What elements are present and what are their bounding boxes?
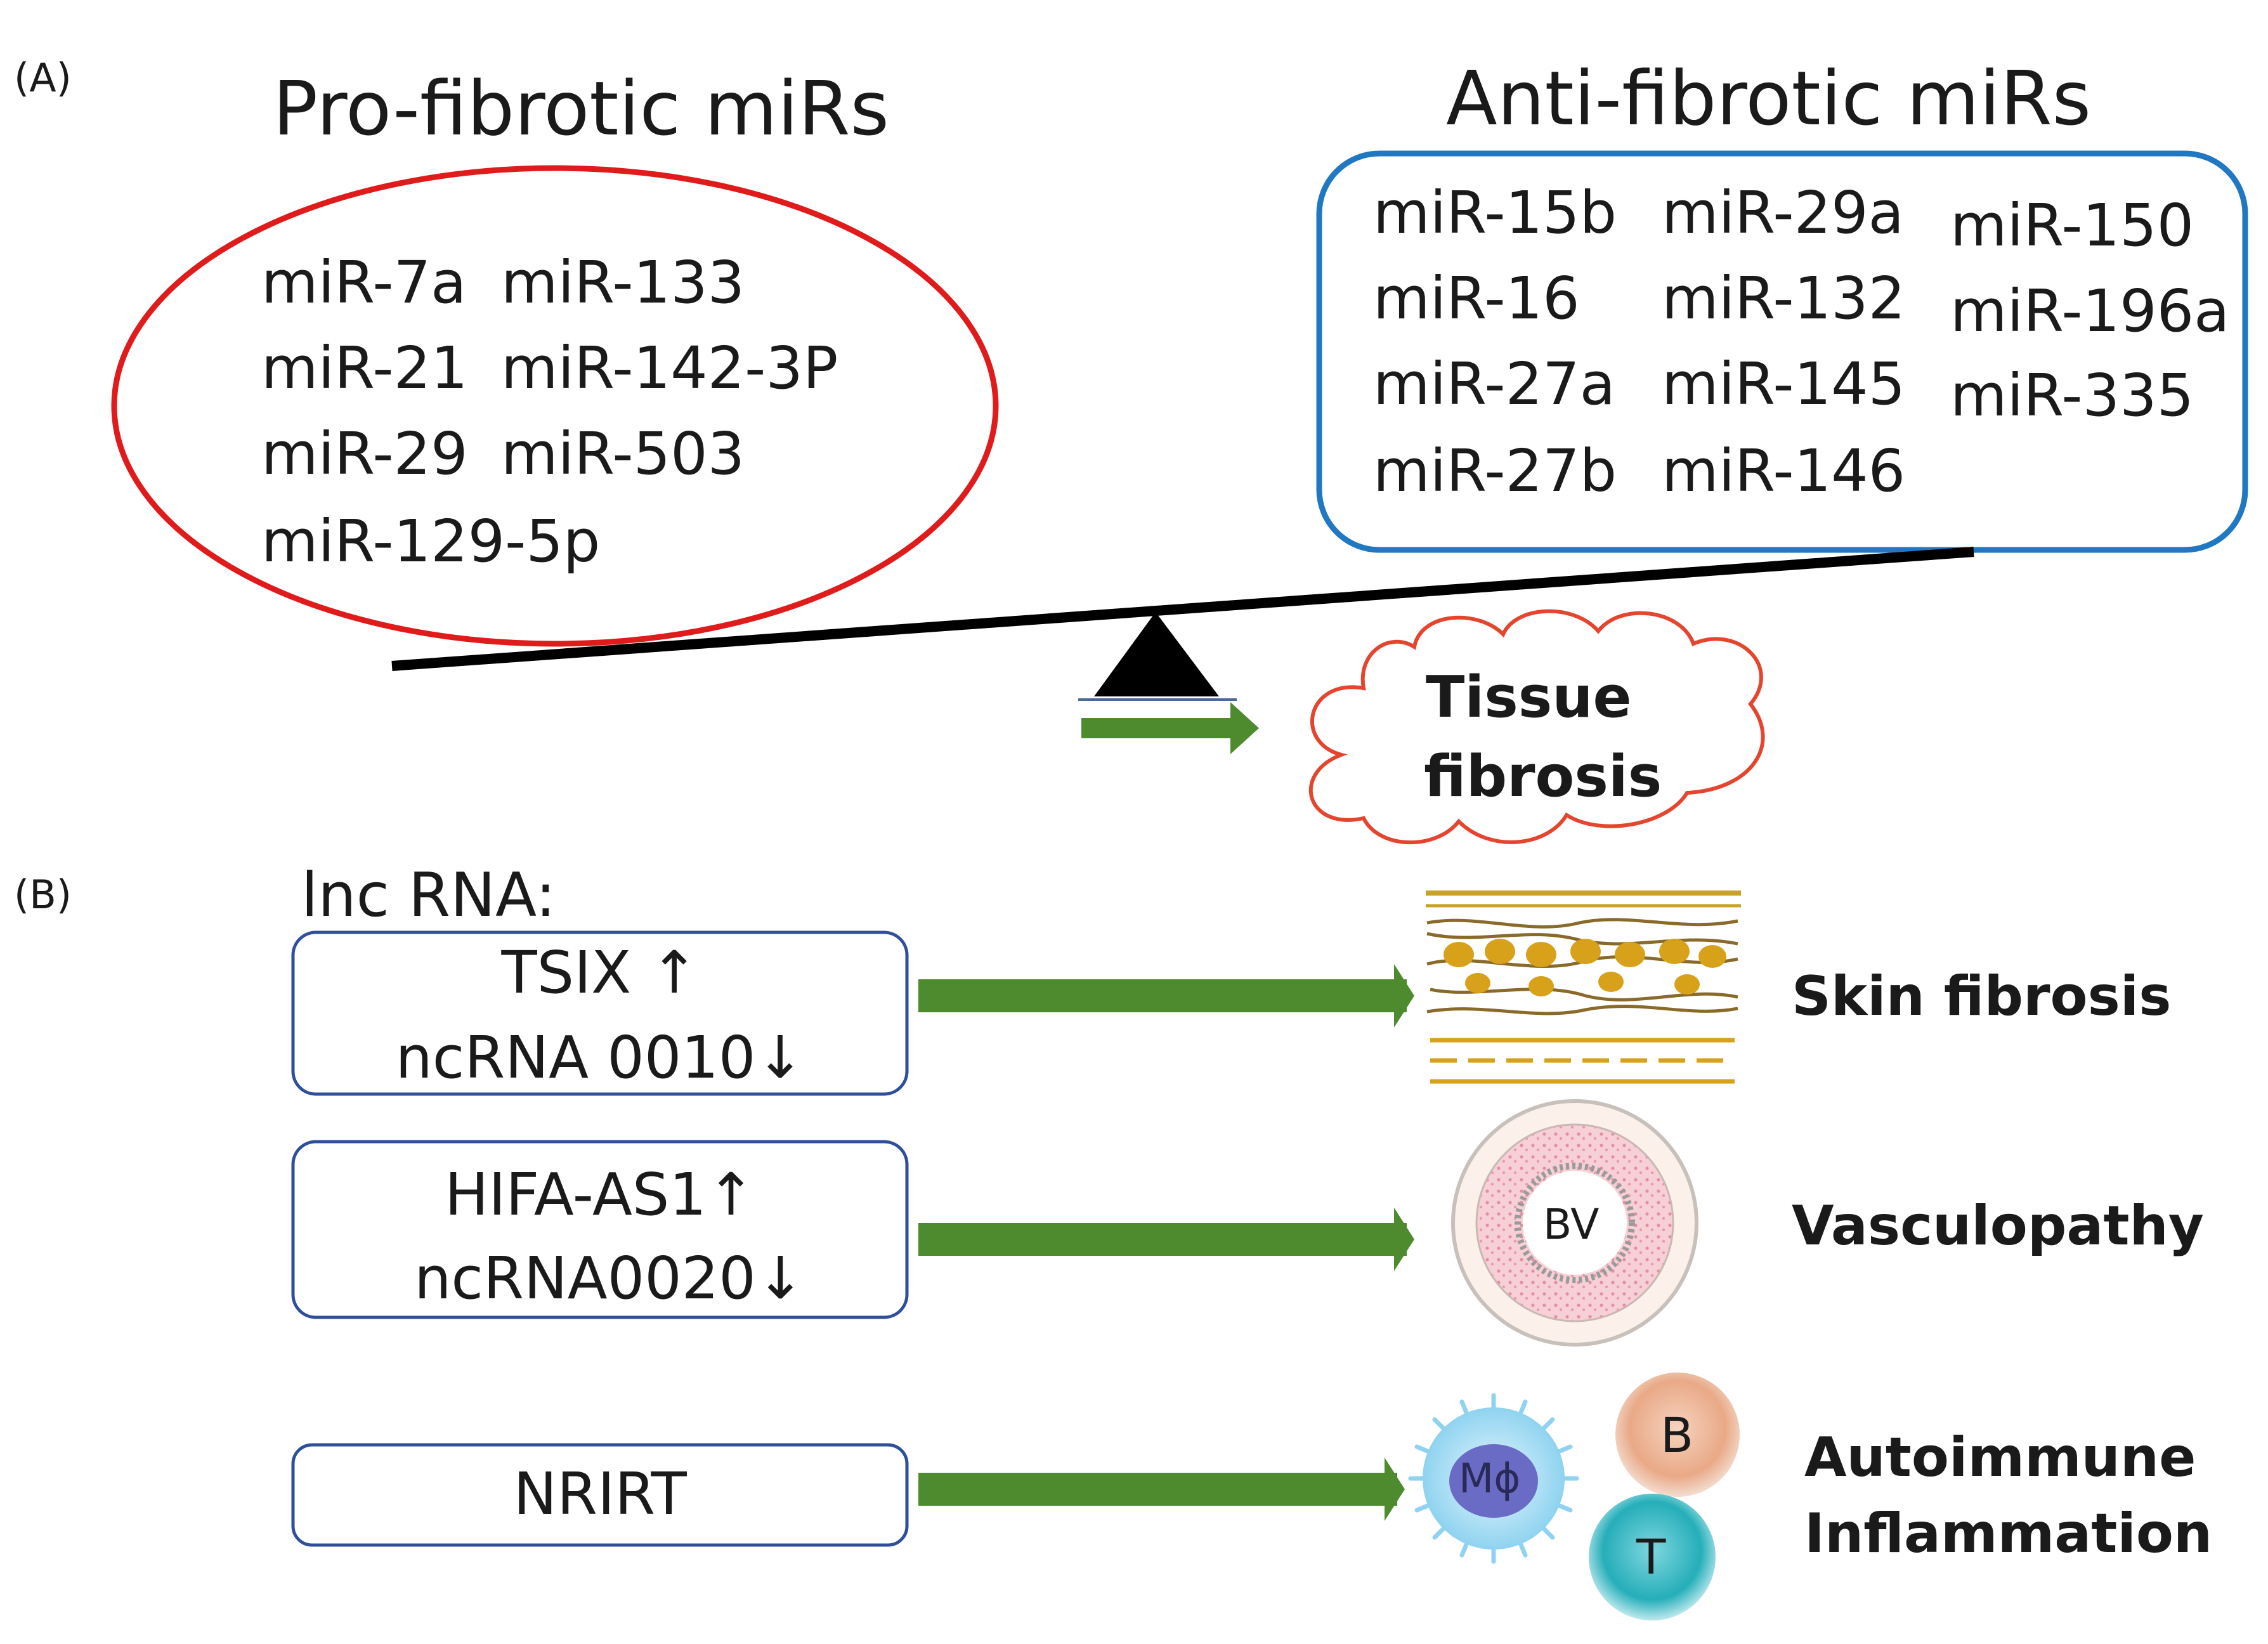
b-cell-label: B [1660, 1407, 1694, 1463]
lnc-rna-title: lnc RNA: [301, 861, 556, 930]
tissue-fibrosis-line1: Tissue [1426, 664, 1632, 731]
anti-mir-item: miR-16 [1373, 264, 1580, 332]
pro-mir-item: miR-21 [261, 334, 468, 402]
anti-mir-item: miR-150 [1950, 192, 2194, 259]
arrow-inflammation [918, 1473, 1397, 1506]
anti-mir-item: miR-29a [1662, 179, 1905, 247]
anti-fibrotic-box [1316, 150, 2248, 553]
t-cell-icon [1589, 1494, 1716, 1621]
lnc-vasc-line1: HIFA-AS1↑ [445, 1161, 755, 1229]
lnc-skin-line1: TSIX ↑ [501, 939, 699, 1007]
lnc-skin-line2: ncRNA 0010↓ [395, 1024, 805, 1092]
anti-mir-item: miR-132 [1662, 264, 1906, 332]
lnc-box-nrirt [291, 1443, 909, 1547]
arrow-vasculopathy [918, 1223, 1407, 1256]
pro-mir-item: miR-503 [501, 420, 745, 488]
skin-fibrosis-icon [1426, 891, 1741, 1084]
balance-beam [391, 547, 1974, 671]
arrow-head-skin [1394, 964, 1414, 1028]
anti-mir-item: miR-27b [1373, 437, 1617, 505]
blood-vessel-icon [1451, 1099, 1698, 1347]
arrow-to-tissue-fibrosis [1081, 718, 1237, 738]
anti-fibrotic-title: Anti-fibrotic miRs [1446, 55, 2092, 142]
t-cell-label: T [1636, 1529, 1666, 1585]
b-cell-icon [1615, 1373, 1740, 1497]
arrow-head-vasculopathy [1394, 1208, 1414, 1271]
anti-mir-item: miR-15b [1373, 179, 1617, 247]
pro-mir-item: miR-142-3P [501, 334, 838, 402]
fulcrum-triangle [1094, 612, 1219, 696]
arrow-skin [918, 979, 1407, 1012]
anti-mir-item: miR-146 [1662, 437, 1906, 505]
anti-mir-item: miR-145 [1662, 350, 1906, 418]
pro-fibrotic-title: Pro-fibrotic miRs [273, 65, 889, 152]
macrophage-cell-icon [1408, 1393, 1579, 1564]
skin-fibrosis-label: Skin fibrosis [1792, 965, 2172, 1028]
tissue-fibrosis-cloud [1308, 609, 1765, 845]
lnc-vasc-line2: ncRNA0020↓ [414, 1244, 805, 1312]
inflammation-label: Inflammation [1804, 1502, 2213, 1565]
pro-mir-item: miR-133 [501, 249, 745, 316]
anti-mir-item: miR-27a [1373, 350, 1616, 418]
pro-mir-item: miR-129-5p [261, 507, 601, 575]
macrophage-label: Mϕ [1459, 1456, 1521, 1503]
lnc-nrirt-label: NRIRT [513, 1460, 687, 1528]
anti-mir-item: miR-335 [1950, 362, 2194, 429]
panel-b-label: (B) [14, 871, 72, 918]
arrow-head-tissue-fibrosis [1230, 702, 1259, 754]
arrow-head-inflammation [1385, 1458, 1405, 1521]
anti-mir-item: miR-196a [1950, 277, 2230, 345]
lnc-box-skin [291, 930, 909, 1096]
pro-mir-item: miR-29 [261, 420, 468, 488]
vasculopathy-label: Vasculopathy [1792, 1194, 2204, 1258]
pro-fibrotic-ellipse [111, 165, 999, 647]
lnc-box-vasculopathy [291, 1140, 909, 1319]
blood-vessel-label: BV [1543, 1200, 1600, 1249]
panel-a-label: (A) [14, 55, 72, 101]
pro-mir-item: miR-7a [261, 249, 467, 316]
autoimmune-label: Autoimmune [1804, 1426, 2196, 1489]
tissue-fibrosis-line2: fibrosis [1424, 743, 1662, 810]
